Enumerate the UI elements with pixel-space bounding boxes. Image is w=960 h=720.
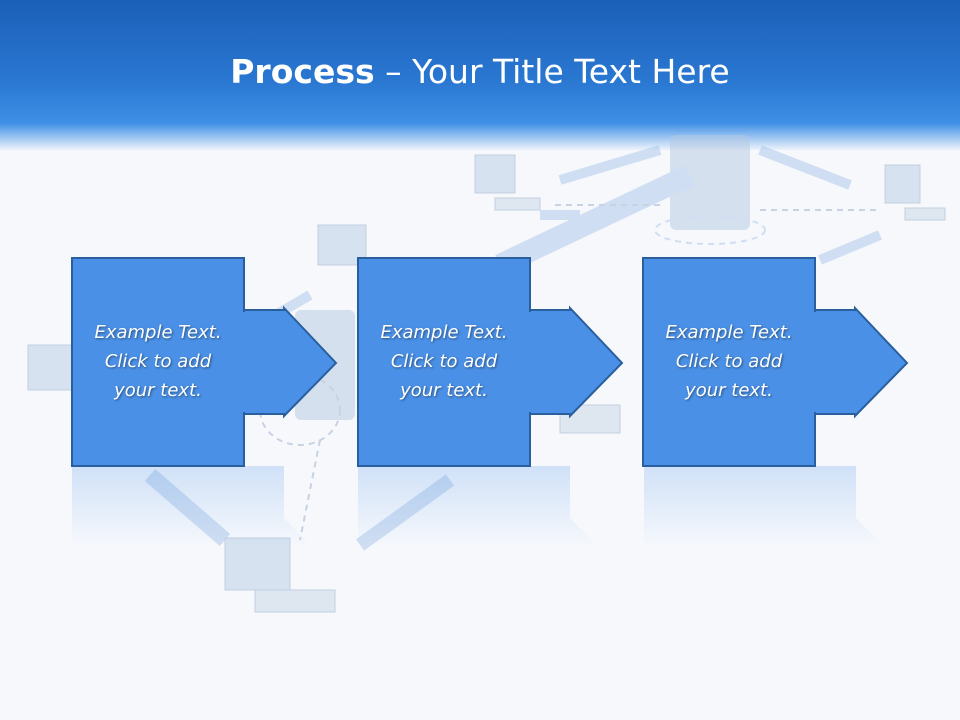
- title-band: [0, 0, 960, 150]
- step-3-box: [642, 257, 816, 467]
- keyboard-icon: [904, 207, 946, 221]
- step-2-line-3: your text.: [400, 379, 488, 401]
- step-2-text[interactable]: Example Text. Click to add your text.: [358, 256, 530, 466]
- monitor-icon: [27, 344, 74, 391]
- step-3-arrow: [814, 305, 909, 419]
- step-1-line-3: your text.: [114, 379, 202, 401]
- step-2-line-2: Click to add: [390, 350, 498, 372]
- server-icon: [670, 135, 750, 230]
- step-3-line-2: Click to add: [675, 350, 783, 372]
- step-3-line-3: your text.: [685, 379, 773, 401]
- step-3-shape[interactable]: [641, 256, 911, 470]
- keyboard-icon: [254, 589, 336, 613]
- steps-reflection: [72, 466, 884, 546]
- title-bold: Process: [230, 52, 375, 91]
- step-2-box: [357, 257, 531, 467]
- step-2-arrow: [529, 305, 624, 419]
- step-3-line-1: Example Text.: [665, 321, 793, 343]
- step-3-text[interactable]: Example Text. Click to add your text.: [643, 256, 815, 466]
- step-2-line-1: Example Text.: [380, 321, 508, 343]
- step-1-box: [71, 257, 245, 467]
- step-1-line-1: Example Text.: [94, 321, 222, 343]
- slide-title[interactable]: Process – Your Title Text Here: [0, 52, 960, 91]
- monitor-icon: [884, 164, 921, 204]
- step-1-line-2: Click to add: [104, 350, 212, 372]
- step-1-shape[interactable]: [70, 256, 340, 470]
- keyboard-icon: [494, 197, 541, 211]
- step-2-shape[interactable]: [356, 256, 626, 470]
- monitor-icon: [474, 154, 516, 194]
- step-1-text[interactable]: Example Text. Click to add your text.: [72, 256, 244, 466]
- title-rest: – Your Title Text Here: [374, 52, 730, 91]
- step-1-arrow: [243, 305, 338, 419]
